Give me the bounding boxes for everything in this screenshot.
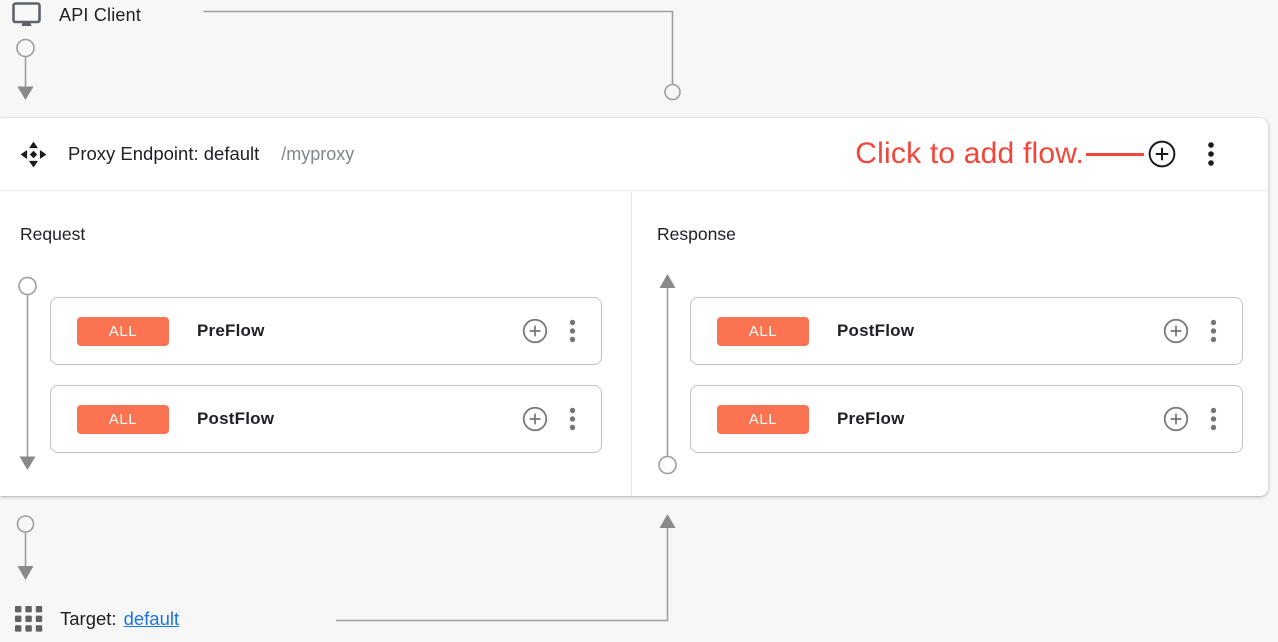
add-policy-button[interactable]: [522, 406, 548, 432]
down-arrowhead: [17, 566, 34, 580]
kebab-menu-icon: [1208, 142, 1214, 166]
flow-name: PreFlow: [837, 409, 905, 428]
flow-card-request-postflow[interactable]: ALL PostFlow: [50, 385, 602, 453]
request-column-label: Request: [20, 224, 86, 244]
target-label: Target:: [60, 608, 117, 629]
response-column-label: Response: [657, 224, 736, 244]
annotation-text: Click to add flow.: [855, 137, 1084, 170]
api-client: API Client: [12, 2, 141, 29]
add-policy-button[interactable]: [522, 318, 548, 344]
kebab-menu-icon: [1210, 407, 1216, 431]
panel-title: Proxy Endpoint: default: [68, 143, 260, 164]
plus-circle-icon: [1163, 318, 1189, 344]
basepath-label: /myproxy: [281, 143, 355, 164]
proxy-endpoint-icon: [20, 141, 47, 167]
flow-menu-button[interactable]: [561, 407, 583, 431]
flow-card-response-preflow[interactable]: ALL PreFlow: [690, 385, 1243, 453]
condition-badge: ALL: [717, 316, 809, 346]
add-flow-button[interactable]: [1147, 139, 1177, 169]
flow-menu-button[interactable]: [1202, 407, 1224, 431]
add-policy-button[interactable]: [1163, 318, 1189, 344]
condition-badge: ALL: [77, 316, 169, 346]
grid-icon: [15, 606, 43, 632]
plus-circle-icon: [1163, 406, 1189, 432]
condition-badge: ALL: [77, 404, 169, 434]
flow-menu-button[interactable]: [1202, 319, 1224, 343]
flow-card-request-preflow[interactable]: ALL PreFlow: [50, 297, 602, 365]
annotation-pointer-line: [1086, 152, 1144, 156]
flow-name: PreFlow: [197, 321, 265, 340]
add-flow-annotation: Click to add flow.: [855, 137, 1144, 171]
up-arrowhead: [659, 514, 676, 528]
flow-name: PostFlow: [837, 321, 915, 340]
plus-circle-icon: [522, 406, 548, 432]
kebab-menu-icon: [1210, 319, 1216, 343]
down-arrowhead: [19, 456, 36, 470]
add-policy-button[interactable]: [1163, 406, 1189, 432]
proxy-endpoint-header: Proxy Endpoint: default /myproxy Click t…: [0, 118, 1268, 191]
flow-menu-button[interactable]: [561, 319, 583, 343]
endpoint-menu-button[interactable]: [1198, 141, 1224, 167]
plus-circle-icon: [1148, 140, 1176, 168]
request-in-port-circle: [664, 83, 681, 101]
request-response-divider: [631, 192, 632, 496]
up-arrowhead: [659, 274, 676, 288]
plus-circle-icon: [522, 318, 548, 344]
flow-card-response-postflow[interactable]: ALL PostFlow: [690, 297, 1243, 365]
proxy-endpoint-panel: Proxy Endpoint: default /myproxy Click t…: [0, 118, 1268, 496]
kebab-menu-icon: [569, 319, 575, 343]
monitor-icon: [12, 2, 41, 26]
api-client-label: API Client: [59, 5, 142, 25]
condition-badge: ALL: [717, 404, 809, 434]
flow-name: PostFlow: [197, 409, 275, 428]
target-endpoint: Target: default: [15, 606, 179, 632]
target-default-link[interactable]: default: [123, 608, 180, 629]
down-arrowhead: [17, 86, 34, 100]
kebab-menu-icon: [569, 407, 575, 431]
